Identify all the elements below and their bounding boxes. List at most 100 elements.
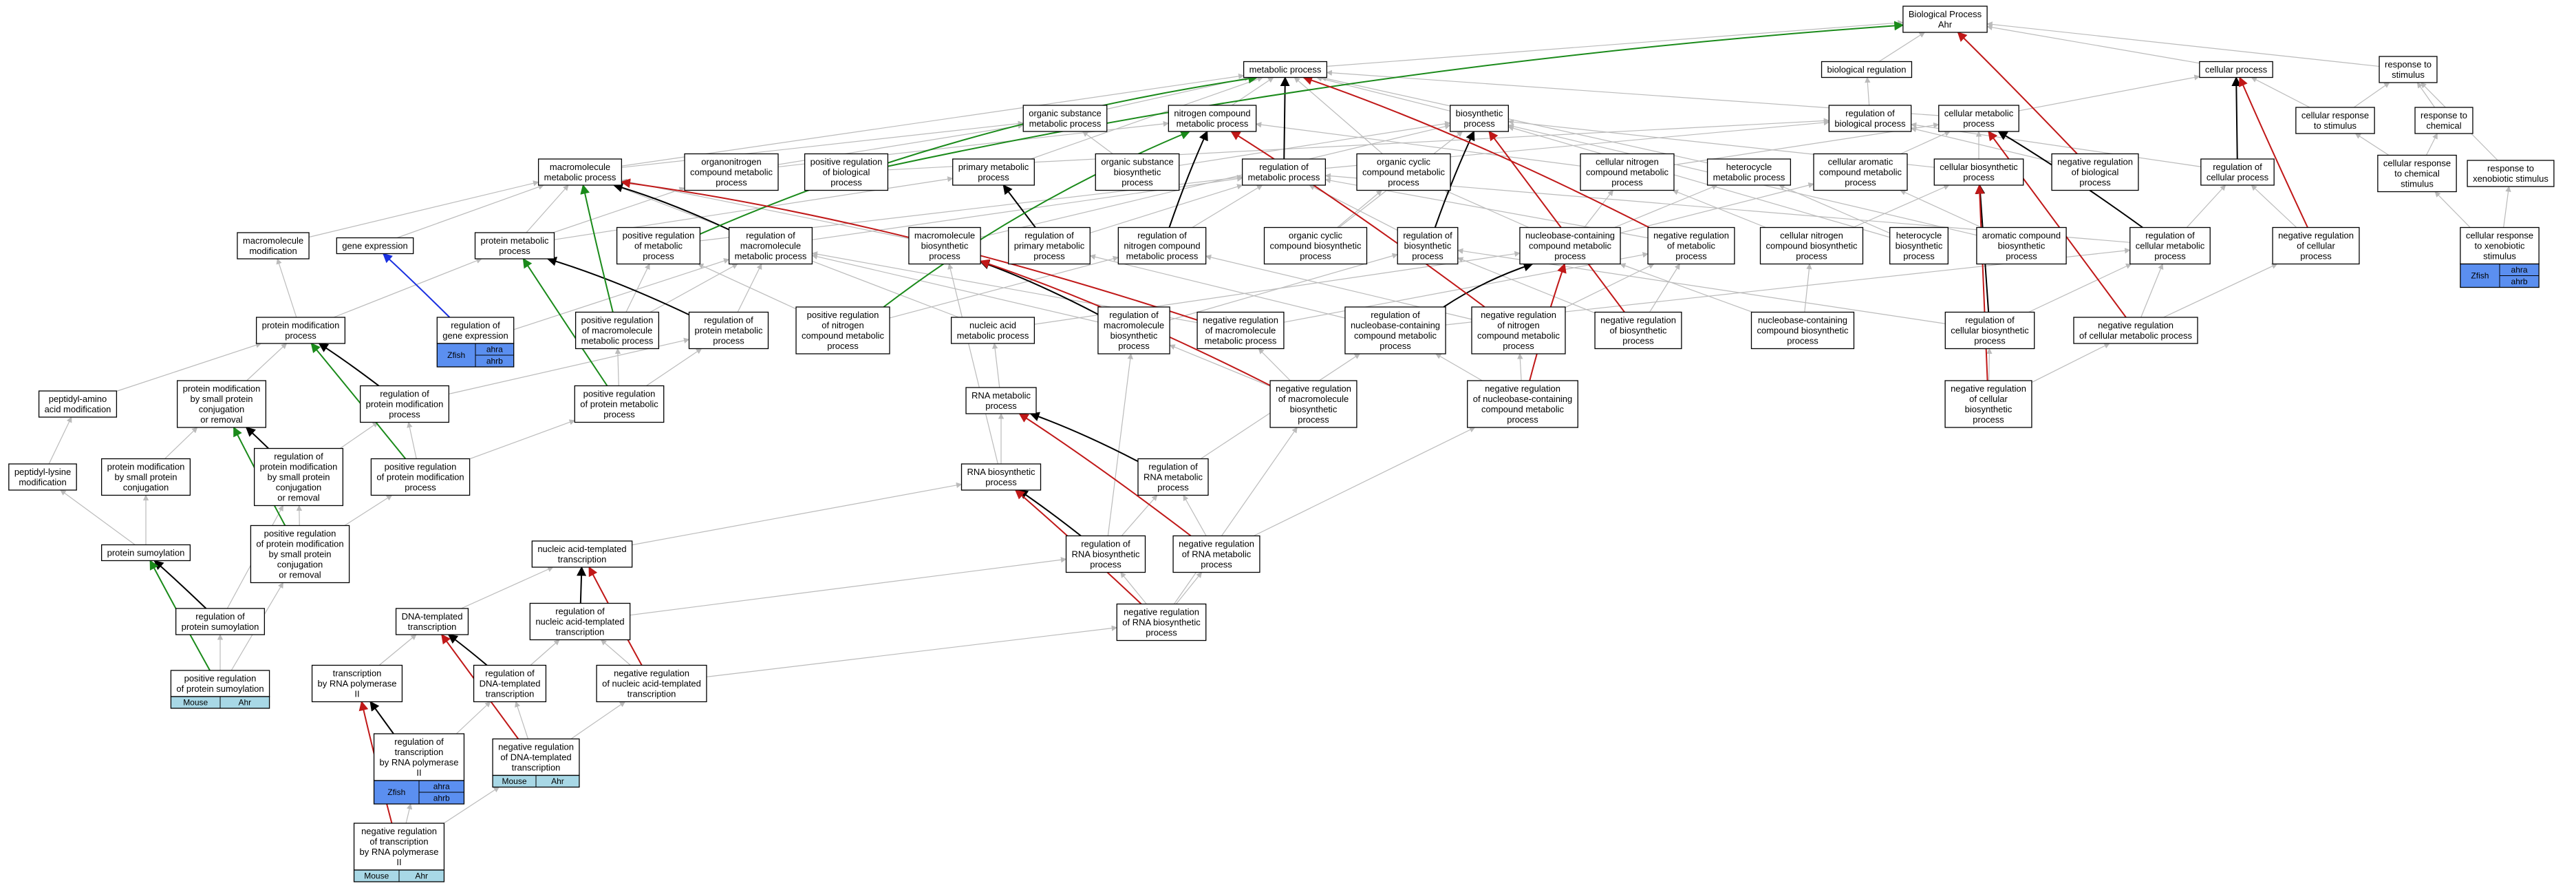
go-term-box (2051, 153, 2139, 191)
go-term-label: metabolic process (1248, 172, 1320, 182)
go-term-label: process (1380, 341, 1411, 351)
go-term-box (1356, 153, 1451, 191)
go-term-node[interactable]: gene expression (336, 237, 414, 255)
go-term-label: negative regulation (614, 668, 689, 679)
go-term-node[interactable]: regulation ofnucleobase-containingcompou… (1344, 306, 1446, 354)
go-term-label: cellular nitrogen (1780, 231, 1843, 241)
go-term-node[interactable]: biological regulation (1821, 61, 1913, 78)
go-term-node[interactable]: cellular process (2199, 61, 2273, 78)
go-term-label: nucleobase-containing (1351, 320, 1440, 330)
edge-is-a (1121, 494, 1158, 536)
go-term-node[interactable]: regulation ofmacromoleculebiosyntheticpr… (1097, 306, 1170, 354)
go-term-node[interactable]: metabolic process (1243, 61, 1328, 78)
go-term-label: process (985, 477, 1017, 487)
go-term-label: of biological (2072, 167, 2119, 178)
go-term-label: peptidyl-lysine (14, 467, 71, 477)
go-term-node[interactable]: protein sumoylation (100, 544, 191, 562)
